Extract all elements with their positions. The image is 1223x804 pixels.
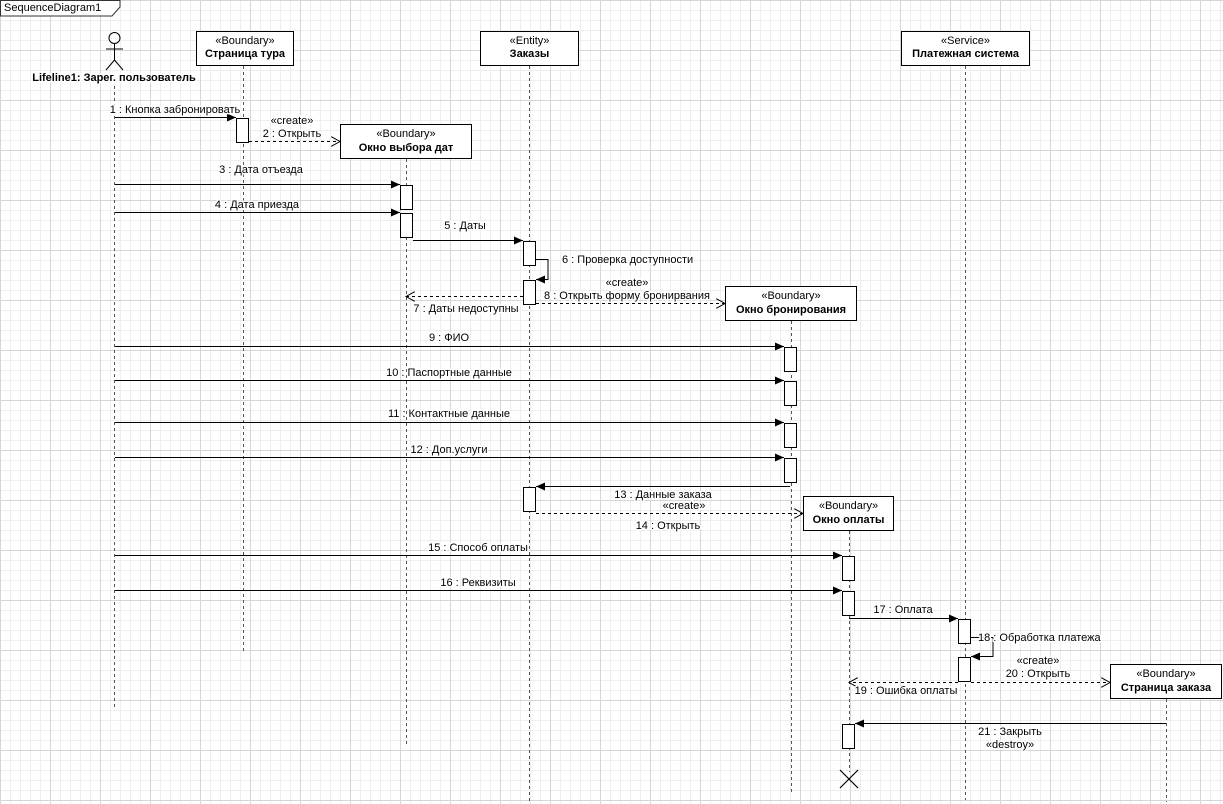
lifeline-orders[interactable]: «Entity» Заказы xyxy=(480,31,579,66)
lifeline-name: Заказы xyxy=(510,48,550,60)
activation-bar[interactable] xyxy=(523,487,536,512)
message-label: 21 : Закрыть xyxy=(978,726,1042,738)
activation-bar[interactable] xyxy=(400,213,413,238)
lifeline-payment-system[interactable]: «Service» Платежная система xyxy=(901,31,1030,66)
lifeline-name: Страница заказа xyxy=(1121,682,1212,694)
lifeline-name: Окно выбора дат xyxy=(359,142,454,154)
message-label: 20 : Открыть xyxy=(1006,668,1071,680)
lifeline-name: Платежная система xyxy=(912,48,1020,60)
stereotype-label: «Boundary» xyxy=(819,500,878,512)
lifeline-name: Страница тура xyxy=(205,48,286,60)
activation-bar[interactable] xyxy=(523,280,536,305)
message-19[interactable]: 19 : Ошибка оплаты xyxy=(849,683,959,699)
lifeline-order-page[interactable]: «Boundary» Страница заказа xyxy=(1110,664,1222,699)
message-label: 3 : Дата отъезда xyxy=(219,164,304,176)
message-21[interactable]: 21 : Закрыть «destroy» xyxy=(855,719,1166,753)
lifeline-date-window[interactable]: «Boundary» Окно выбора дат xyxy=(340,124,472,159)
stereotype-label: «Boundary» xyxy=(215,35,274,47)
message-stereotype: «create» xyxy=(606,277,649,289)
activation-bar[interactable] xyxy=(784,423,797,448)
stick-figure-icon xyxy=(105,32,124,71)
message-17[interactable]: 17 : Оплата xyxy=(849,603,958,623)
lifeline-booking-window[interactable]: «Boundary» Окно бронирования xyxy=(725,286,857,321)
message-7[interactable]: 7 : Даты недоступны xyxy=(406,297,523,317)
destroy-icon xyxy=(839,769,859,789)
message-2[interactable]: «create» 2 : Открыть xyxy=(249,114,340,142)
message-label: 11 : Контактные данные xyxy=(388,408,510,420)
activation-bar[interactable] xyxy=(842,556,855,581)
lifeline-name: Окно бронирования xyxy=(736,304,846,316)
actor[interactable]: Lifeline1: Зарег. пользователь xyxy=(31,32,197,86)
message-16[interactable]: 16 : Реквизиты xyxy=(115,576,842,595)
message-8[interactable]: «create» 8 : Открыть форму бронирвания xyxy=(536,276,725,304)
activation-bar[interactable] xyxy=(784,347,797,372)
message-label: 16 : Реквизиты xyxy=(440,577,515,589)
activation-bar[interactable] xyxy=(400,185,413,210)
stereotype-label: «Boundary» xyxy=(376,128,435,140)
lifeline-lines xyxy=(114,66,1167,802)
message-label: 7 : Даты недоступны xyxy=(413,303,518,315)
message-6[interactable]: 6 : Проверка доступности xyxy=(536,253,695,284)
activation-bar[interactable] xyxy=(784,381,797,406)
lifeline-name: Окно оплаты xyxy=(813,514,885,526)
message-label: 14 : Открыть xyxy=(636,520,701,532)
message-label: 15 : Способ оплаты xyxy=(428,542,528,554)
message-label: 18 : Обработка платежа xyxy=(978,632,1101,644)
stereotype-label: «Boundary» xyxy=(1136,668,1195,680)
message-20[interactable]: «create» 20 : Открыть xyxy=(971,654,1110,683)
stereotype-label: «Service» xyxy=(941,35,990,47)
stereotype-label: «Entity» xyxy=(510,35,550,47)
activation-bar[interactable] xyxy=(842,724,855,749)
message-12[interactable]: 12 : Доп.услуги xyxy=(115,443,784,462)
message-9[interactable]: 9 : ФИО xyxy=(115,331,784,351)
message-label: 17 : Оплата xyxy=(873,604,933,616)
actor-label: Lifeline1: Зарег. пользователь xyxy=(32,72,196,84)
stereotype-label: «Boundary» xyxy=(761,290,820,302)
message-14[interactable]: «create» 14 : Открыть xyxy=(536,499,803,534)
message-stereotype: «destroy» xyxy=(986,739,1034,751)
message-13[interactable]: 13 : Данные заказа xyxy=(536,482,790,503)
message-label: 5 : Даты xyxy=(444,220,486,232)
message-4[interactable]: 4 : Дата приезда xyxy=(115,198,400,217)
message-1[interactable]: 1 : Кнопка забронировать xyxy=(108,103,242,122)
message-label: 2 : Открыть xyxy=(263,128,322,140)
message-5[interactable]: 5 : Даты xyxy=(413,219,523,245)
message-stereotype: «create» xyxy=(1017,655,1060,667)
message-11[interactable]: 11 : Контактные данные xyxy=(115,407,784,427)
message-15[interactable]: 15 : Способ оплаты xyxy=(115,541,842,560)
message-label: 6 : Проверка доступности xyxy=(562,254,693,266)
message-label: 8 : Открыть форму бронирвания xyxy=(544,290,710,302)
message-stereotype: «create» xyxy=(663,500,706,512)
activation-bar[interactable] xyxy=(236,118,249,143)
activation-bar[interactable] xyxy=(958,657,971,682)
activation-bar[interactable] xyxy=(784,458,797,483)
activation-bar[interactable] xyxy=(958,619,971,644)
message-label: 19 : Ошибка оплаты xyxy=(855,685,958,697)
message-label: 1 : Кнопка забронировать xyxy=(110,104,241,116)
frame-title: SequenceDiagram1 xyxy=(4,2,101,14)
message-10[interactable]: 10 : Паспортные данные xyxy=(115,366,784,385)
activation-bar[interactable] xyxy=(523,241,536,266)
message-18[interactable]: 18 : Обработка платежа xyxy=(971,631,1103,661)
message-3[interactable]: 3 : Дата отъезда xyxy=(115,163,400,189)
message-label: 9 : ФИО xyxy=(429,332,470,344)
message-label: 12 : Доп.услуги xyxy=(410,444,487,456)
activation-bar[interactable] xyxy=(842,591,855,616)
lifeline-tour-page[interactable]: «Boundary» Страница тура xyxy=(196,31,294,66)
message-stereotype: «create» xyxy=(271,115,314,127)
lifeline-payment-window[interactable]: «Boundary» Окно оплаты xyxy=(803,496,894,531)
activation-bars xyxy=(236,118,971,749)
message-label: 4 : Дата приезда xyxy=(215,199,300,211)
diagram-frame: SequenceDiagram1 xyxy=(0,0,121,17)
message-label: 10 : Паспортные данные xyxy=(386,367,512,379)
message-label: 13 : Данные заказа xyxy=(614,489,712,501)
